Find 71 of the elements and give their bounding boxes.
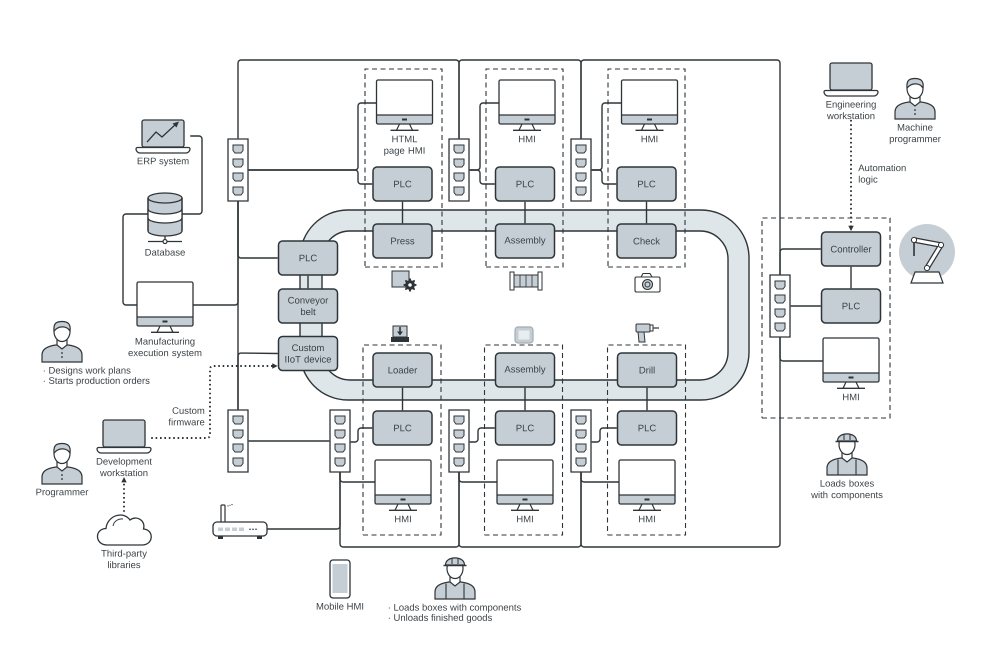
connector-line — [237, 59, 460, 138]
edge-label: Automation logic — [857, 163, 912, 186]
connector-line — [779, 338, 823, 362]
device-box: Custom IIoT device — [278, 336, 338, 372]
connector-line — [248, 169, 372, 185]
device-box: Loader — [372, 352, 433, 388]
node-label: Mobile HMI — [316, 602, 364, 610]
connector-line — [402, 202, 404, 224]
connector-line — [470, 427, 495, 443]
node-label: ERP system — [138, 158, 188, 166]
connector-line — [237, 202, 239, 410]
network-switch — [329, 409, 351, 473]
network-switch — [227, 409, 249, 473]
device-box: PLC — [372, 166, 433, 202]
connector-line — [267, 472, 341, 530]
node-label: Engineering workstation — [826, 100, 876, 120]
node-label: Database — [145, 248, 185, 256]
connector-line — [307, 276, 309, 288]
node-label: HTML page HMI — [384, 136, 424, 156]
device-box: PLC — [616, 166, 677, 202]
device-box: PLC — [494, 410, 556, 446]
connector-line — [592, 169, 616, 185]
node-label: · Loads boxes with components — [388, 604, 521, 613]
network-switch — [570, 409, 592, 473]
node-label: Programmer — [36, 488, 88, 498]
connector-line — [779, 248, 821, 274]
node-label: HMI — [642, 136, 658, 142]
connector-line — [646, 388, 648, 410]
connector-line — [790, 305, 821, 307]
device-box: PLC — [616, 410, 678, 446]
connector-line — [524, 388, 526, 410]
device-box: PLC — [278, 240, 338, 276]
connector-line — [850, 266, 852, 288]
node-label: · Starts production orders — [44, 376, 150, 386]
node-label: · Unloads finished goods — [388, 614, 492, 623]
node-label: HMI — [843, 394, 859, 400]
device-box: Assembly — [494, 223, 556, 259]
node-label: Machine programmer — [890, 124, 941, 144]
router-icon — [212, 504, 268, 539]
network-switch — [570, 138, 592, 202]
device-box: Check — [616, 223, 677, 259]
connector-line — [248, 440, 330, 442]
connector-line — [350, 427, 372, 443]
connector-line — [402, 388, 404, 410]
node-label: Manufacturing execution system — [128, 338, 202, 358]
network-switch — [227, 138, 249, 202]
connector-line — [592, 427, 617, 443]
device-box: Controller — [820, 231, 882, 267]
node-label: HMI — [517, 516, 533, 522]
network-switch — [448, 409, 470, 473]
device-box: Press — [372, 223, 433, 259]
edge-label: Custom firmware — [158, 406, 206, 426]
node-label: Third-party libraries — [101, 550, 147, 568]
device-box: Drill — [616, 352, 678, 388]
device-box: Conveyor belt — [278, 288, 338, 324]
device-box: PLC — [494, 166, 556, 202]
node-label: HMI — [639, 516, 655, 522]
connector-line — [646, 202, 648, 224]
connector-line — [524, 202, 526, 224]
node-label: Loads boxes with components — [811, 480, 883, 500]
connector-line — [470, 169, 495, 185]
device-box: PLC — [820, 288, 882, 324]
dashed-frame — [761, 217, 891, 419]
node-label: HMI — [395, 516, 411, 522]
node-label: · Designs work plans — [44, 366, 130, 376]
device-box: Assembly — [494, 352, 556, 388]
device-box: PLC — [372, 410, 433, 446]
network-switch — [769, 274, 791, 338]
node-label: HMI — [519, 136, 535, 142]
network-switch — [448, 138, 470, 202]
node-label: Development workstation — [96, 458, 152, 476]
